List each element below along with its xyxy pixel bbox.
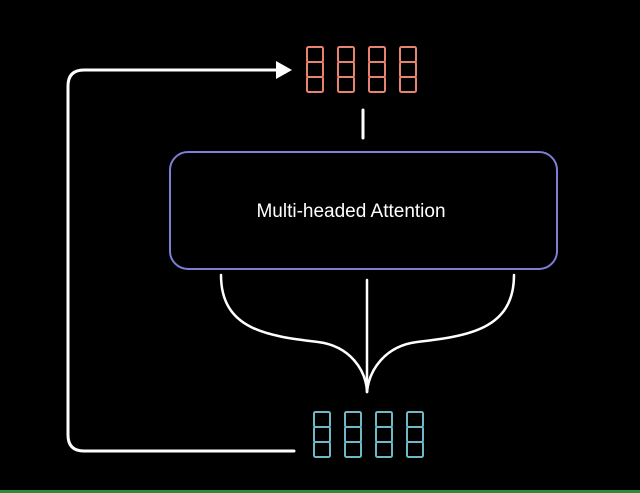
input-vector-cell [375,426,393,443]
output-vector [337,46,355,93]
bottom-edge-bar [0,490,640,493]
output-vector-cell [399,61,417,78]
input-vector-cell [375,441,393,458]
input-vectors [313,411,424,458]
output-vector [368,46,386,93]
input-vector-cell [344,411,362,428]
output-vector-cell [306,76,324,93]
input-vector-cell [344,441,362,458]
input-vector [313,411,331,458]
attention-block-label: Multi-headed Attention [256,201,445,222]
input-vector-cell [406,411,424,428]
input-vector-cell [406,426,424,443]
output-vector-cell [337,46,355,63]
residual-connection-line [66,68,296,453]
attention-block-box [169,151,558,270]
output-vector-cell [368,76,386,93]
branch-line-left [219,273,369,394]
output-vector-cell [306,61,324,78]
branch-line-right [365,273,516,394]
input-vector-cell [375,411,393,428]
input-vector-cell [406,441,424,458]
input-vector-cell [344,426,362,443]
input-branch-lines [219,273,516,394]
output-vectors [306,46,417,93]
residual-connection-arrow [66,61,296,453]
attention-block: Multi-headed Attention [169,151,558,270]
output-vector-cell [399,46,417,63]
input-vector-cell [313,441,331,458]
input-vector-cell [313,411,331,428]
output-vector-cell [337,61,355,78]
output-vector-cell [306,46,324,63]
output-vector-cell [368,61,386,78]
input-vector-cell [313,426,331,443]
input-vector [406,411,424,458]
output-vector-cell [368,46,386,63]
output-vector-cell [337,76,355,93]
output-vector-cell [399,76,417,93]
residual-arrowhead-icon [276,61,292,79]
input-vector [375,411,393,458]
output-vector [306,46,324,93]
output-vector [399,46,417,93]
input-vector [344,411,362,458]
